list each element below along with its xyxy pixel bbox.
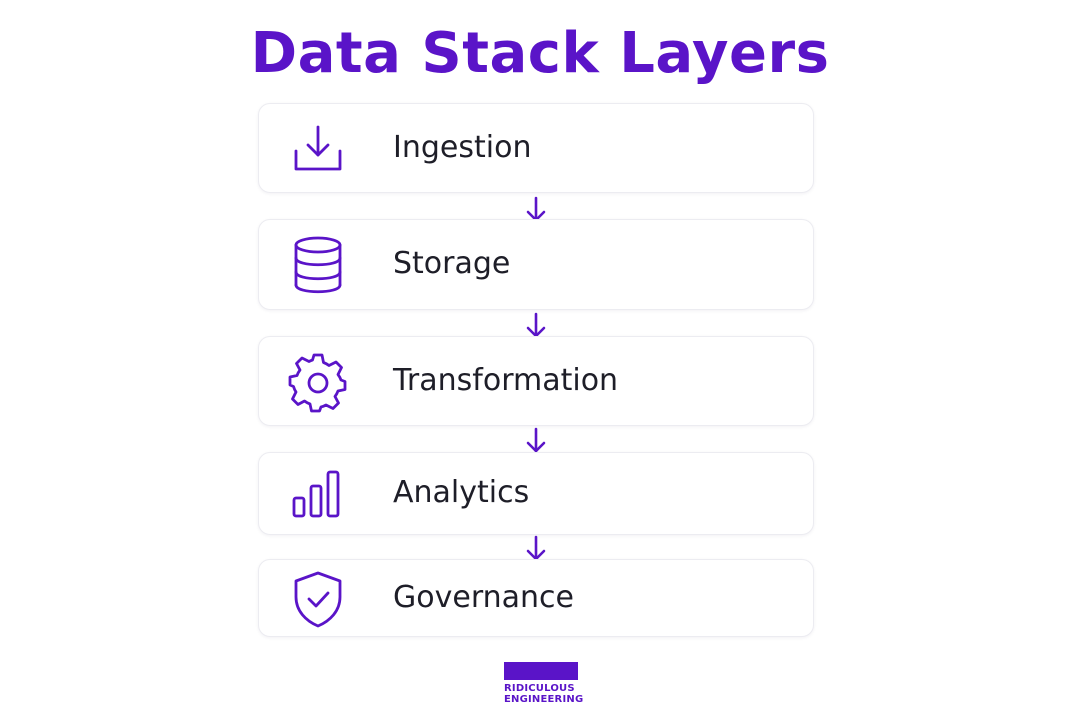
layer-label-transformation: Transformation (393, 363, 619, 398)
logo-bar (504, 662, 578, 680)
layer-label-governance: Governance (393, 580, 574, 615)
logo-line-2: ENGINEERING (504, 694, 584, 705)
gear-icon (285, 349, 351, 415)
layer-card-ingestion: Ingestion (258, 103, 814, 193)
page-title: Data Stack Layers (250, 21, 830, 86)
layer-card-analytics: Analytics (258, 452, 814, 535)
bar-chart-icon (285, 461, 351, 527)
layer-card-storage: Storage (258, 219, 814, 310)
brand-logo: RIDICULOUS ENGINEERING (504, 662, 584, 705)
layer-label-ingestion: Ingestion (393, 130, 532, 165)
layer-card-governance: Governance (258, 559, 814, 637)
layer-card-transformation: Transformation (258, 336, 814, 426)
layer-label-storage: Storage (393, 246, 511, 281)
logo-text: RIDICULOUS ENGINEERING (504, 683, 584, 705)
database-icon (285, 232, 351, 298)
download-icon (285, 116, 351, 182)
layer-label-analytics: Analytics (393, 475, 530, 510)
arrow-down-icon (526, 427, 546, 453)
shield-check-icon (285, 566, 351, 632)
logo-line-1: RIDICULOUS (504, 683, 575, 694)
